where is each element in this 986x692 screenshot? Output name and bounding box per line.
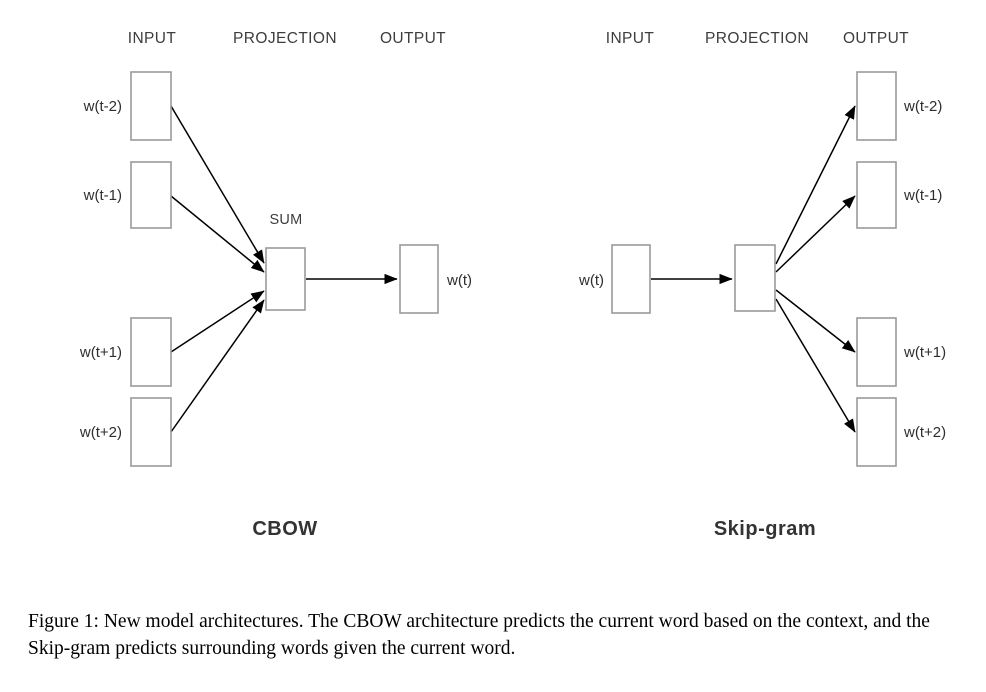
cbow-input-node-box (130, 161, 172, 229)
caption-line-2: context, and the Skip-gram predicts surr… (28, 611, 930, 659)
skipgram-edge (775, 289, 856, 353)
cbow-input-node-label: w(t-2) (83, 98, 122, 115)
cbow-sum-label: SUM (269, 212, 302, 228)
skipgram-output-node-box (856, 161, 897, 229)
skipgram-output-node-box (856, 317, 897, 387)
skipgram-projection-node-box (734, 244, 776, 312)
skipgram-output-node-label: w(t-1) (903, 187, 942, 204)
cbow-input-node-box (130, 317, 172, 387)
cbow-input-node-label: w(t-1) (83, 187, 122, 204)
cbow-input-node-box (130, 71, 172, 141)
caption-line-1: Figure 1: New model architectures. The C… (28, 611, 802, 632)
skipgram-edge (775, 105, 856, 265)
skipgram-column-header-output: OUTPUT (843, 30, 909, 47)
cbow-edge (170, 299, 265, 433)
skipgram-output-node-label: w(t+2) (903, 424, 946, 441)
skipgram-diagram: INPUT PROJECTION OUTPUT w(t) w(t-2) w(t-1) w(t… (578, 30, 946, 540)
cbow-edge (170, 195, 265, 273)
cbow-input-node-label: w(t+1) (79, 344, 122, 361)
figure-caption: Figure 1: New model architectures. The C… (28, 608, 962, 662)
cbow-output-node-box (399, 244, 439, 314)
skipgram-input-node-label: w(t) (578, 272, 604, 289)
skipgram-input-node-box (611, 244, 651, 314)
skipgram-column-header-input: INPUT (606, 30, 655, 47)
cbow-edge (170, 105, 265, 264)
cbow-column-header-projection: PROJECTION (233, 30, 337, 47)
skipgram-output-node-label: w(t+1) (903, 344, 946, 361)
cbow-input-node-label: w(t+2) (79, 424, 122, 441)
model-architecture-diagram: INPUT PROJECTION OUTPUT w(t-2) w(t-1) w(t+1) w… (79, 30, 946, 540)
cbow-projection-node-box (265, 247, 306, 311)
skipgram-edge (775, 195, 856, 273)
cbow-column-header-output: OUTPUT (380, 30, 446, 47)
cbow-input-node-box (130, 397, 172, 467)
cbow-column-header-input: INPUT (128, 30, 177, 47)
cbow-output-node-label: w(t) (446, 272, 472, 289)
skipgram-column-header-projection: PROJECTION (705, 30, 809, 47)
skipgram-edge (775, 298, 856, 433)
skipgram-output-node-box (856, 397, 897, 467)
cbow-edge (170, 290, 265, 353)
cbow-model-title: CBOW (252, 518, 317, 540)
skipgram-output-node-box (856, 71, 897, 141)
cbow-diagram: INPUT PROJECTION OUTPUT w(t-2) w(t-1) w(t+1) w… (79, 30, 472, 540)
skipgram-model-title: Skip-gram (714, 518, 816, 540)
skipgram-output-node-label: w(t-2) (903, 98, 942, 115)
